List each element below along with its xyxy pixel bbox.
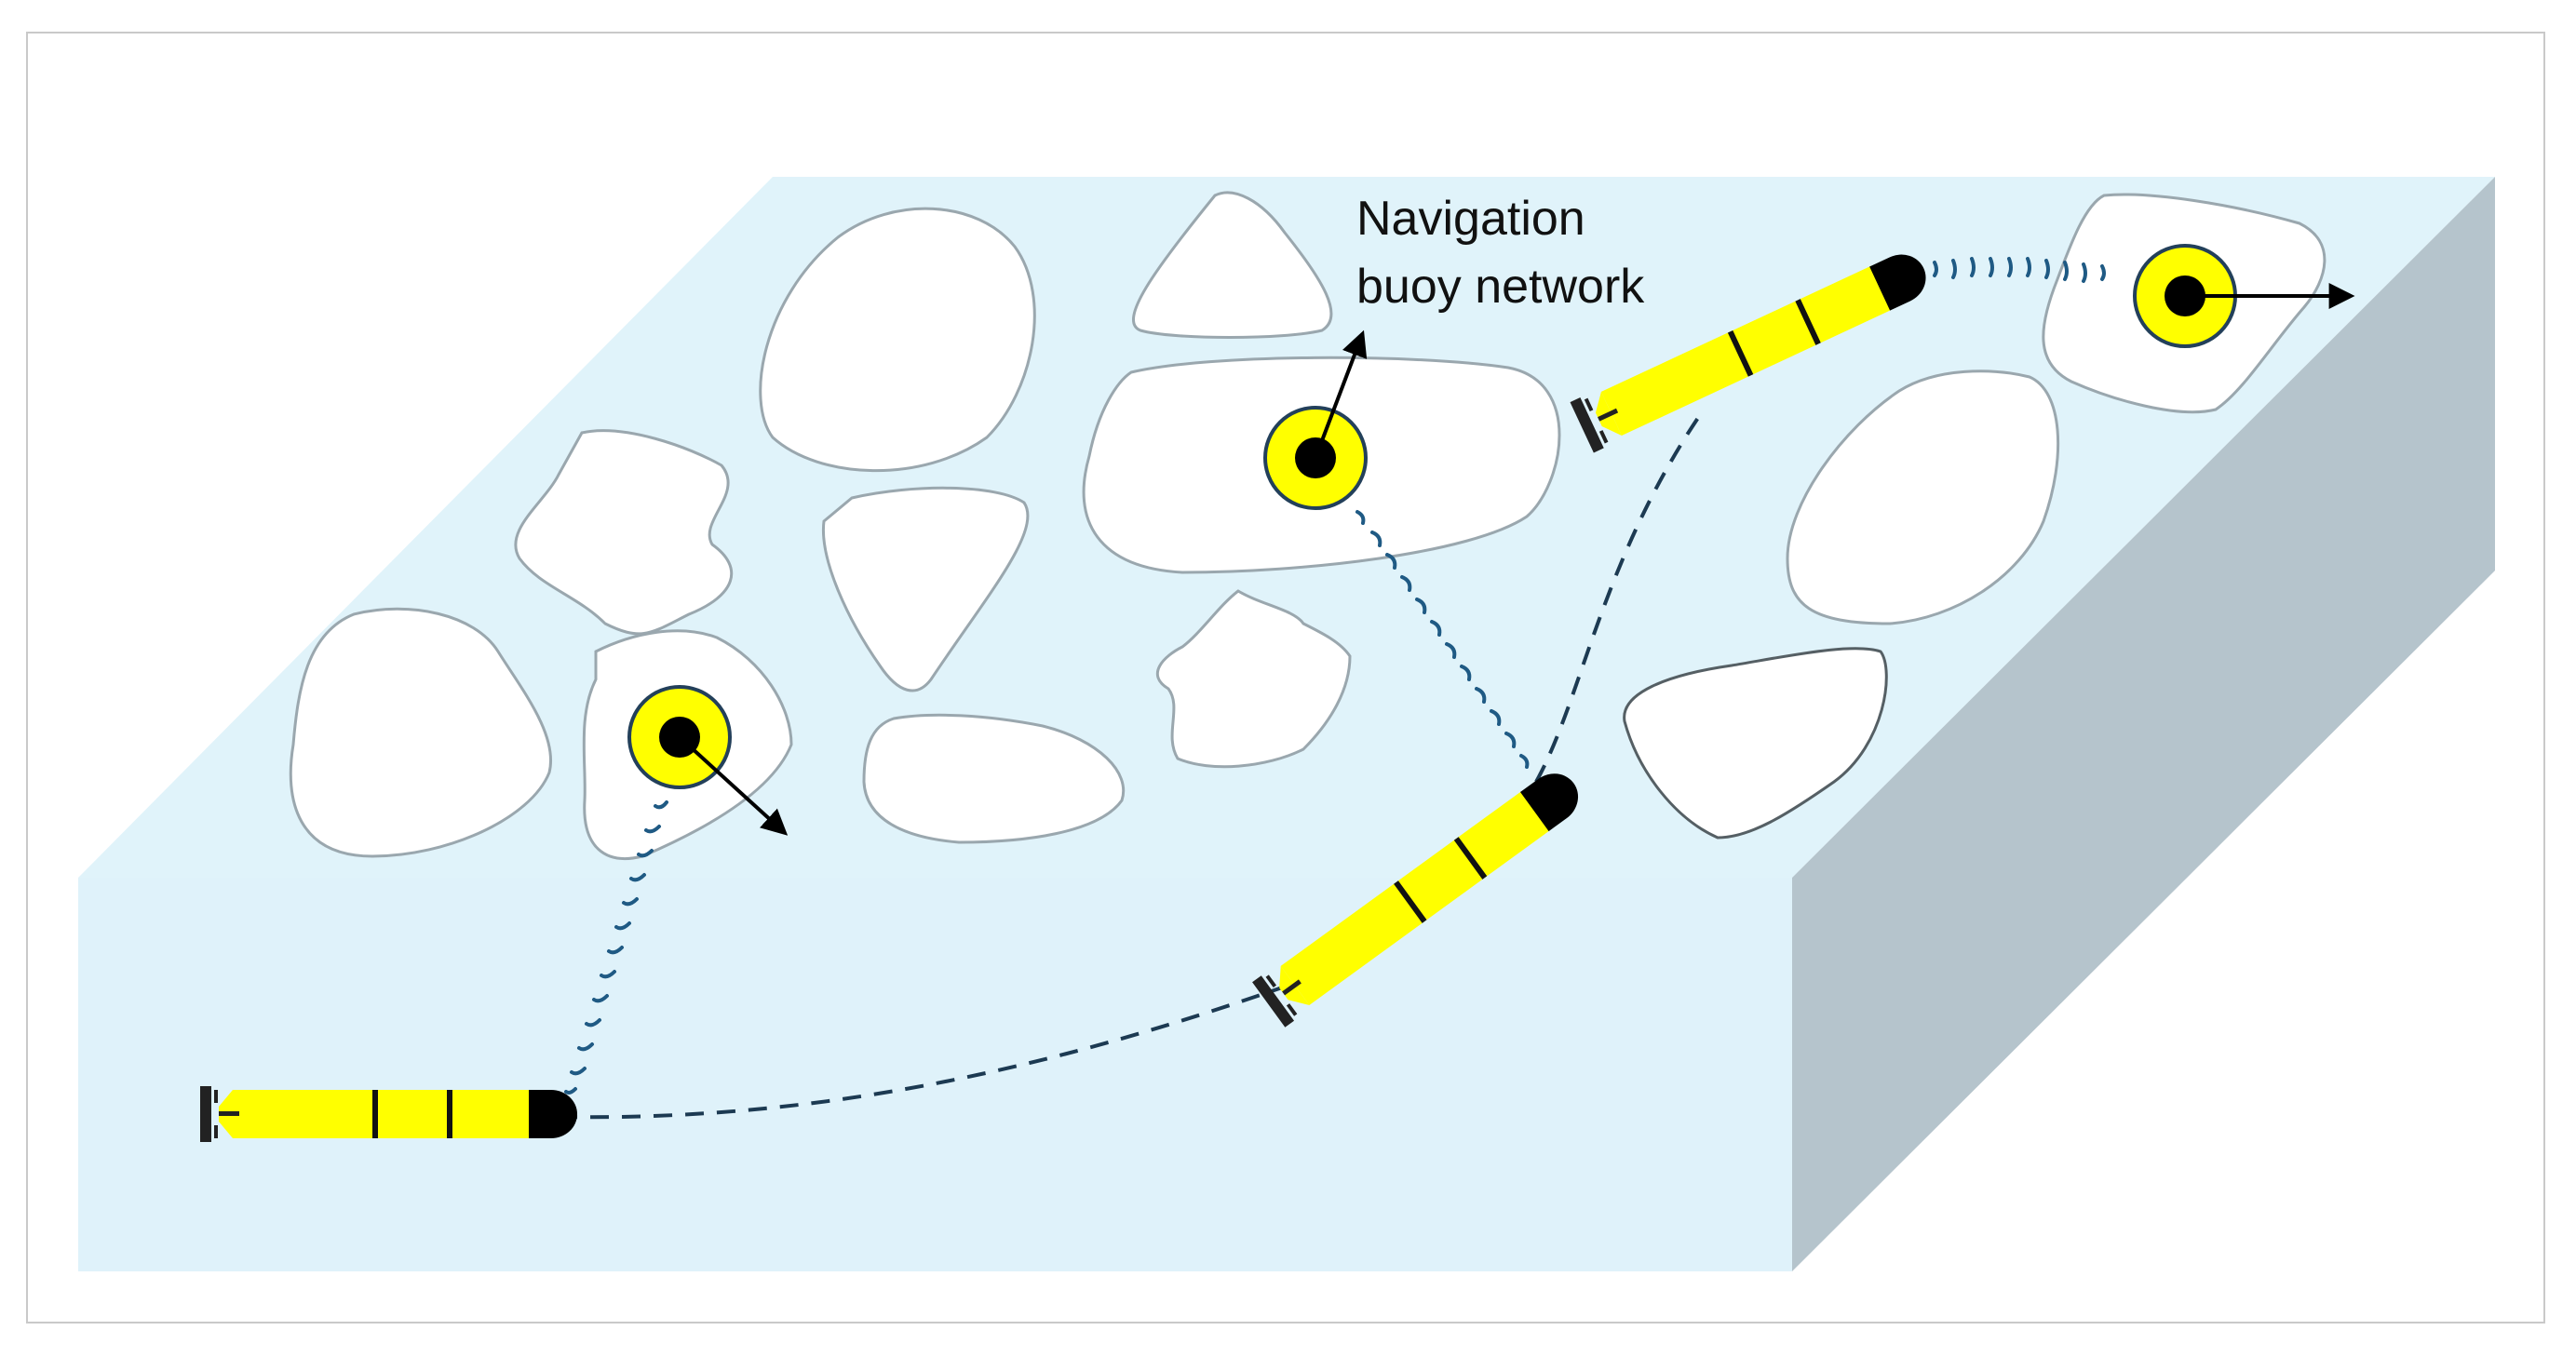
ice-front-face bbox=[78, 878, 1792, 1271]
navigation-buoy-icon bbox=[1263, 329, 1368, 510]
ice-floe-icon bbox=[759, 207, 1036, 473]
ice-floe-icon bbox=[1786, 369, 2060, 625]
ice-floe-icon bbox=[1131, 191, 1333, 339]
drift-arrow-icon bbox=[1314, 329, 1368, 459]
ice-floe-icon bbox=[821, 486, 1030, 692]
navigation-buoy-icon bbox=[2133, 244, 2355, 348]
ice-side-face bbox=[1792, 177, 2495, 1271]
drift-arrow-icon bbox=[678, 735, 789, 836]
vehicle-path bbox=[558, 408, 1706, 1120]
ice-floe-icon bbox=[514, 429, 734, 636]
ice-floe-icon bbox=[862, 713, 1126, 844]
navigation-buoy-icon bbox=[627, 685, 789, 836]
ice-floe-icon bbox=[289, 607, 552, 858]
acoustic-signal-icon bbox=[564, 257, 2106, 1095]
annotation-line-1: Navigation bbox=[1356, 192, 1585, 246]
annotation-line-2: buoy network bbox=[1356, 260, 1645, 314]
ice-floe-icon bbox=[1155, 589, 1352, 769]
ice-floe-icon bbox=[1623, 647, 1888, 840]
underwater-vehicle-icon bbox=[200, 1086, 577, 1142]
